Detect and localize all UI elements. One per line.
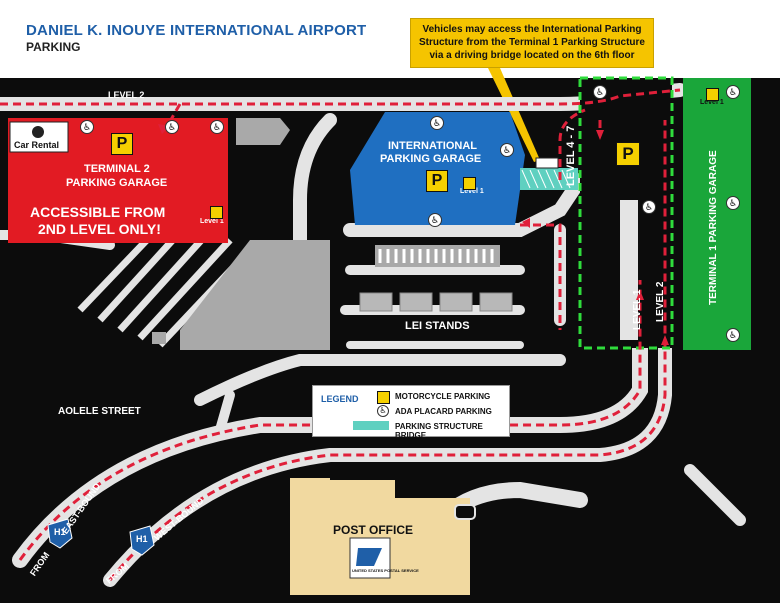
label-post-office: POST OFFICE (333, 523, 414, 537)
arrow-level2 (661, 335, 669, 345)
lower-loop-island (454, 504, 476, 520)
label-accessible-1: ACCESSIBLE FROM (30, 204, 166, 220)
motorcycle-icon (210, 206, 223, 219)
road-spur (215, 390, 235, 435)
eagle-logo-icon (356, 548, 382, 566)
terminal2-building (236, 118, 290, 145)
legend-bridge: PARKING STRUCTURE BRIDGE (395, 422, 483, 440)
bridge-hatch (521, 169, 571, 189)
label-terminal-1-garage: TERMINAL 1 PARKING GARAGE (708, 150, 719, 305)
label-car-rental: Car Rental (14, 140, 60, 150)
surface-lot (180, 240, 330, 350)
driving-route (0, 88, 681, 581)
wheelchair-icon: ♿ (428, 213, 442, 227)
wheelchair-icon: ♿ (430, 116, 444, 130)
motorcycle-icon (706, 88, 719, 101)
label-accessible-2: 2ND LEVEL ONLY! (38, 221, 161, 237)
wheelchair-icon: ♿ (593, 85, 607, 99)
road-southeast (684, 464, 746, 526)
wheelchair-icon: ♿ (642, 200, 656, 214)
terminal1-garage (683, 78, 751, 350)
wheelchair-icon: ♿ (726, 196, 740, 210)
arrow-intl (522, 218, 530, 228)
header: DANIEL K. INOUYE INTERNATIONAL AIRPORT P… (0, 0, 780, 78)
label-level-2-top: LEVEL 2 (108, 90, 145, 100)
legend-title: LEGEND (321, 394, 359, 404)
terminal1-outline (578, 76, 674, 350)
legend-motorcycle: MOTORCYCLE PARKING (395, 392, 491, 401)
label-usps: UNITED STATES POSTAL SERVICE (352, 568, 419, 573)
legend: LEGEND MOTORCYCLE PARKING ♿ ADA PLACARD … (312, 385, 510, 440)
label-terminal-2: TERMINAL 2 (84, 163, 150, 175)
callout-line-1: Vehicles may access the International Pa… (422, 24, 642, 35)
route-bridge (558, 108, 586, 180)
motorcycle-icon (463, 177, 476, 190)
arrow-t1-in (596, 130, 604, 140)
wheelchair-icon: ♿ (500, 143, 514, 157)
bridge-car-icon (535, 157, 559, 169)
label-terminal-2-garage: PARKING GARAGE (66, 177, 168, 189)
label-international: INTERNATIONAL (388, 140, 478, 152)
route-top (0, 88, 681, 106)
label-h1-east: H1 (54, 527, 66, 537)
route-intl-ramp (520, 223, 562, 330)
page-subtitle: PARKING (26, 40, 81, 54)
label-intl-level1: Level 1 (460, 188, 484, 195)
arrow-level1 (636, 290, 644, 300)
page-title: DANIEL K. INOUYE INTERNATIONAL AIRPORT (26, 22, 367, 39)
bridge-swatch (353, 421, 389, 430)
international-garage (350, 112, 525, 225)
label-lei-stands: LEI STANDS (405, 320, 470, 332)
callout-pointer (488, 68, 540, 162)
wheelchair-icon: ♿ (165, 120, 179, 134)
label-h1-west: H1 (136, 534, 148, 544)
legend-ada: ADA PLACARD PARKING (395, 407, 492, 416)
parking-sign-t1: P (616, 142, 640, 166)
interstate-shield-icon (47, 518, 155, 556)
motorcycle-icon (377, 391, 390, 404)
bridge-callout: Vehicles may access the International Pa… (410, 18, 654, 68)
label-t1-level1: Level 1 (700, 99, 724, 106)
wheelchair-icon: ♿ (726, 328, 740, 342)
car-icon (32, 126, 44, 138)
road-top (0, 83, 687, 111)
road-intl-front (343, 173, 587, 237)
label-t2-level1: Level 1 (200, 218, 224, 225)
callout-line-2: Structure from the Terminal 1 Parking St… (419, 37, 645, 48)
route-t2-entry (163, 103, 182, 131)
wheelchair-icon: ♿ (210, 120, 224, 134)
route-aolele (18, 280, 642, 561)
lei-stands-shelters (359, 292, 513, 312)
kiosk (152, 332, 166, 344)
post-office-annex (290, 478, 330, 504)
wheelchair-icon: ♿ (377, 405, 389, 417)
label-level-1-side: LEVEL 1 (632, 289, 643, 330)
label-level-4-7: LEVEL 4 - 7 (565, 125, 577, 186)
parking-sign-t2: P (111, 133, 133, 155)
t1-ramp (620, 200, 638, 340)
parking-sign-intl: P (426, 170, 448, 192)
label-level-2-side: LEVEL 2 (655, 281, 666, 322)
road-middle (194, 354, 566, 406)
road-central (293, 113, 337, 247)
wheelchair-icon: ♿ (726, 85, 740, 99)
intl-deck-lines (378, 249, 494, 263)
road-westbound (103, 113, 672, 587)
callout-line-3: via a driving bridge located on the 6th … (429, 50, 635, 61)
label-aolele-street: AOLELE STREET (58, 406, 141, 417)
wheelchair-icon: ♿ (80, 120, 94, 134)
label-international-garage: PARKING GARAGE (380, 153, 482, 165)
